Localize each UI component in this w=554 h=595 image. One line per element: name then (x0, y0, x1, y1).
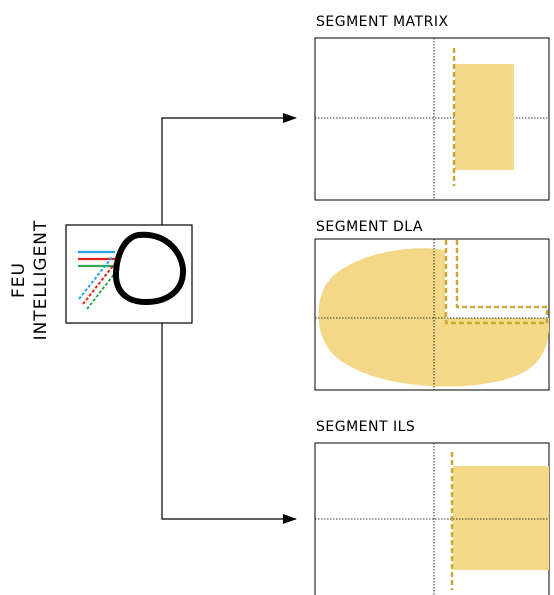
ils-beam (453, 466, 549, 570)
dla-cutout-outline (444, 240, 549, 325)
segment-matrix-title: SEGMENT MATRIX (316, 14, 449, 30)
segment-dla-panel (314, 238, 550, 391)
segment-matrix-panel (314, 37, 550, 201)
connector-to-matrix (161, 113, 297, 225)
matrix-beam (455, 64, 514, 170)
segment-ils-panel (314, 442, 550, 595)
segment-dla-title: SEGMENT DLA (316, 219, 423, 235)
connector-to-ils (161, 323, 297, 524)
lens-icon (112, 231, 186, 306)
light-rays-icon (78, 250, 120, 310)
segment-ils-title: SEGMENT ILS (316, 419, 416, 435)
